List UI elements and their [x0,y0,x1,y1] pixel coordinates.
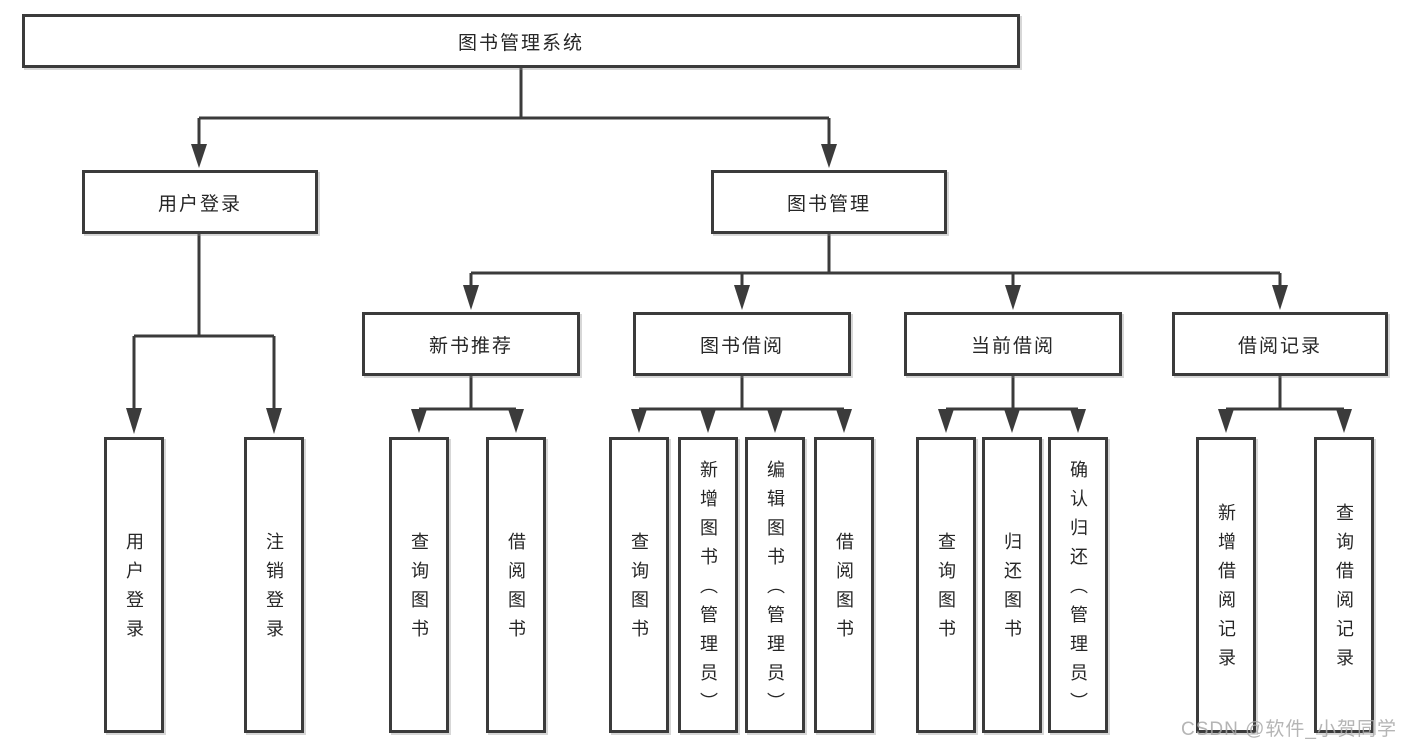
leaf-query-borrow-record: 查询借阅记录 [1314,437,1374,733]
leaf-return-books: 归还图书 [982,437,1042,733]
leaf-edit-books-admin: 编辑图书（管理员） [745,437,805,733]
arrowhead-icon [1218,409,1234,433]
arrowhead-icon [126,408,142,434]
arrowhead-icon [1336,409,1352,433]
arrowhead-icon [836,409,852,433]
leaf-add-books-admin: 新增图书（管理员） [678,437,738,733]
arrowhead-icon [1005,285,1021,310]
arrowhead-icon [631,409,647,433]
leaf-add-borrow-record: 新增借阅记录 [1196,437,1256,733]
node-borrow-record: 借阅记录 [1172,312,1388,376]
arrowheads [126,144,1352,434]
arrowhead-icon [191,144,207,168]
arrowhead-icon [700,409,716,433]
node-current-borrow: 当前借阅 [904,312,1122,376]
arrowhead-icon [266,408,282,434]
arrowhead-icon [821,144,837,168]
leaf-query-books-recommend: 查询图书 [389,437,449,733]
node-library-management-system: 图书管理系统 [22,14,1020,68]
node-user-login: 用户登录 [82,170,318,234]
arrowhead-icon [767,409,783,433]
arrowhead-icon [463,285,479,310]
leaf-user-login: 用户登录 [104,437,164,733]
leaf-borrow-books-recommend: 借阅图书 [486,437,546,733]
leaf-query-books-current: 查询图书 [916,437,976,733]
leaf-confirm-return-admin: 确认归还（管理员） [1048,437,1108,733]
leaf-logout-login: 注销登录 [244,437,304,733]
arrowhead-icon [938,409,954,433]
leaf-query-books-borrow: 查询图书 [609,437,669,733]
node-book-management: 图书管理 [711,170,947,234]
node-book-borrow: 图书借阅 [633,312,851,376]
arrowhead-icon [1272,285,1288,310]
arrowhead-icon [411,409,427,433]
arrowhead-icon [1004,409,1020,433]
arrowhead-icon [734,285,750,310]
node-new-book-recommend: 新书推荐 [362,312,580,376]
arrowhead-icon [1070,409,1086,433]
arrowhead-icon [508,409,524,433]
leaf-borrow-books: 借阅图书 [814,437,874,733]
